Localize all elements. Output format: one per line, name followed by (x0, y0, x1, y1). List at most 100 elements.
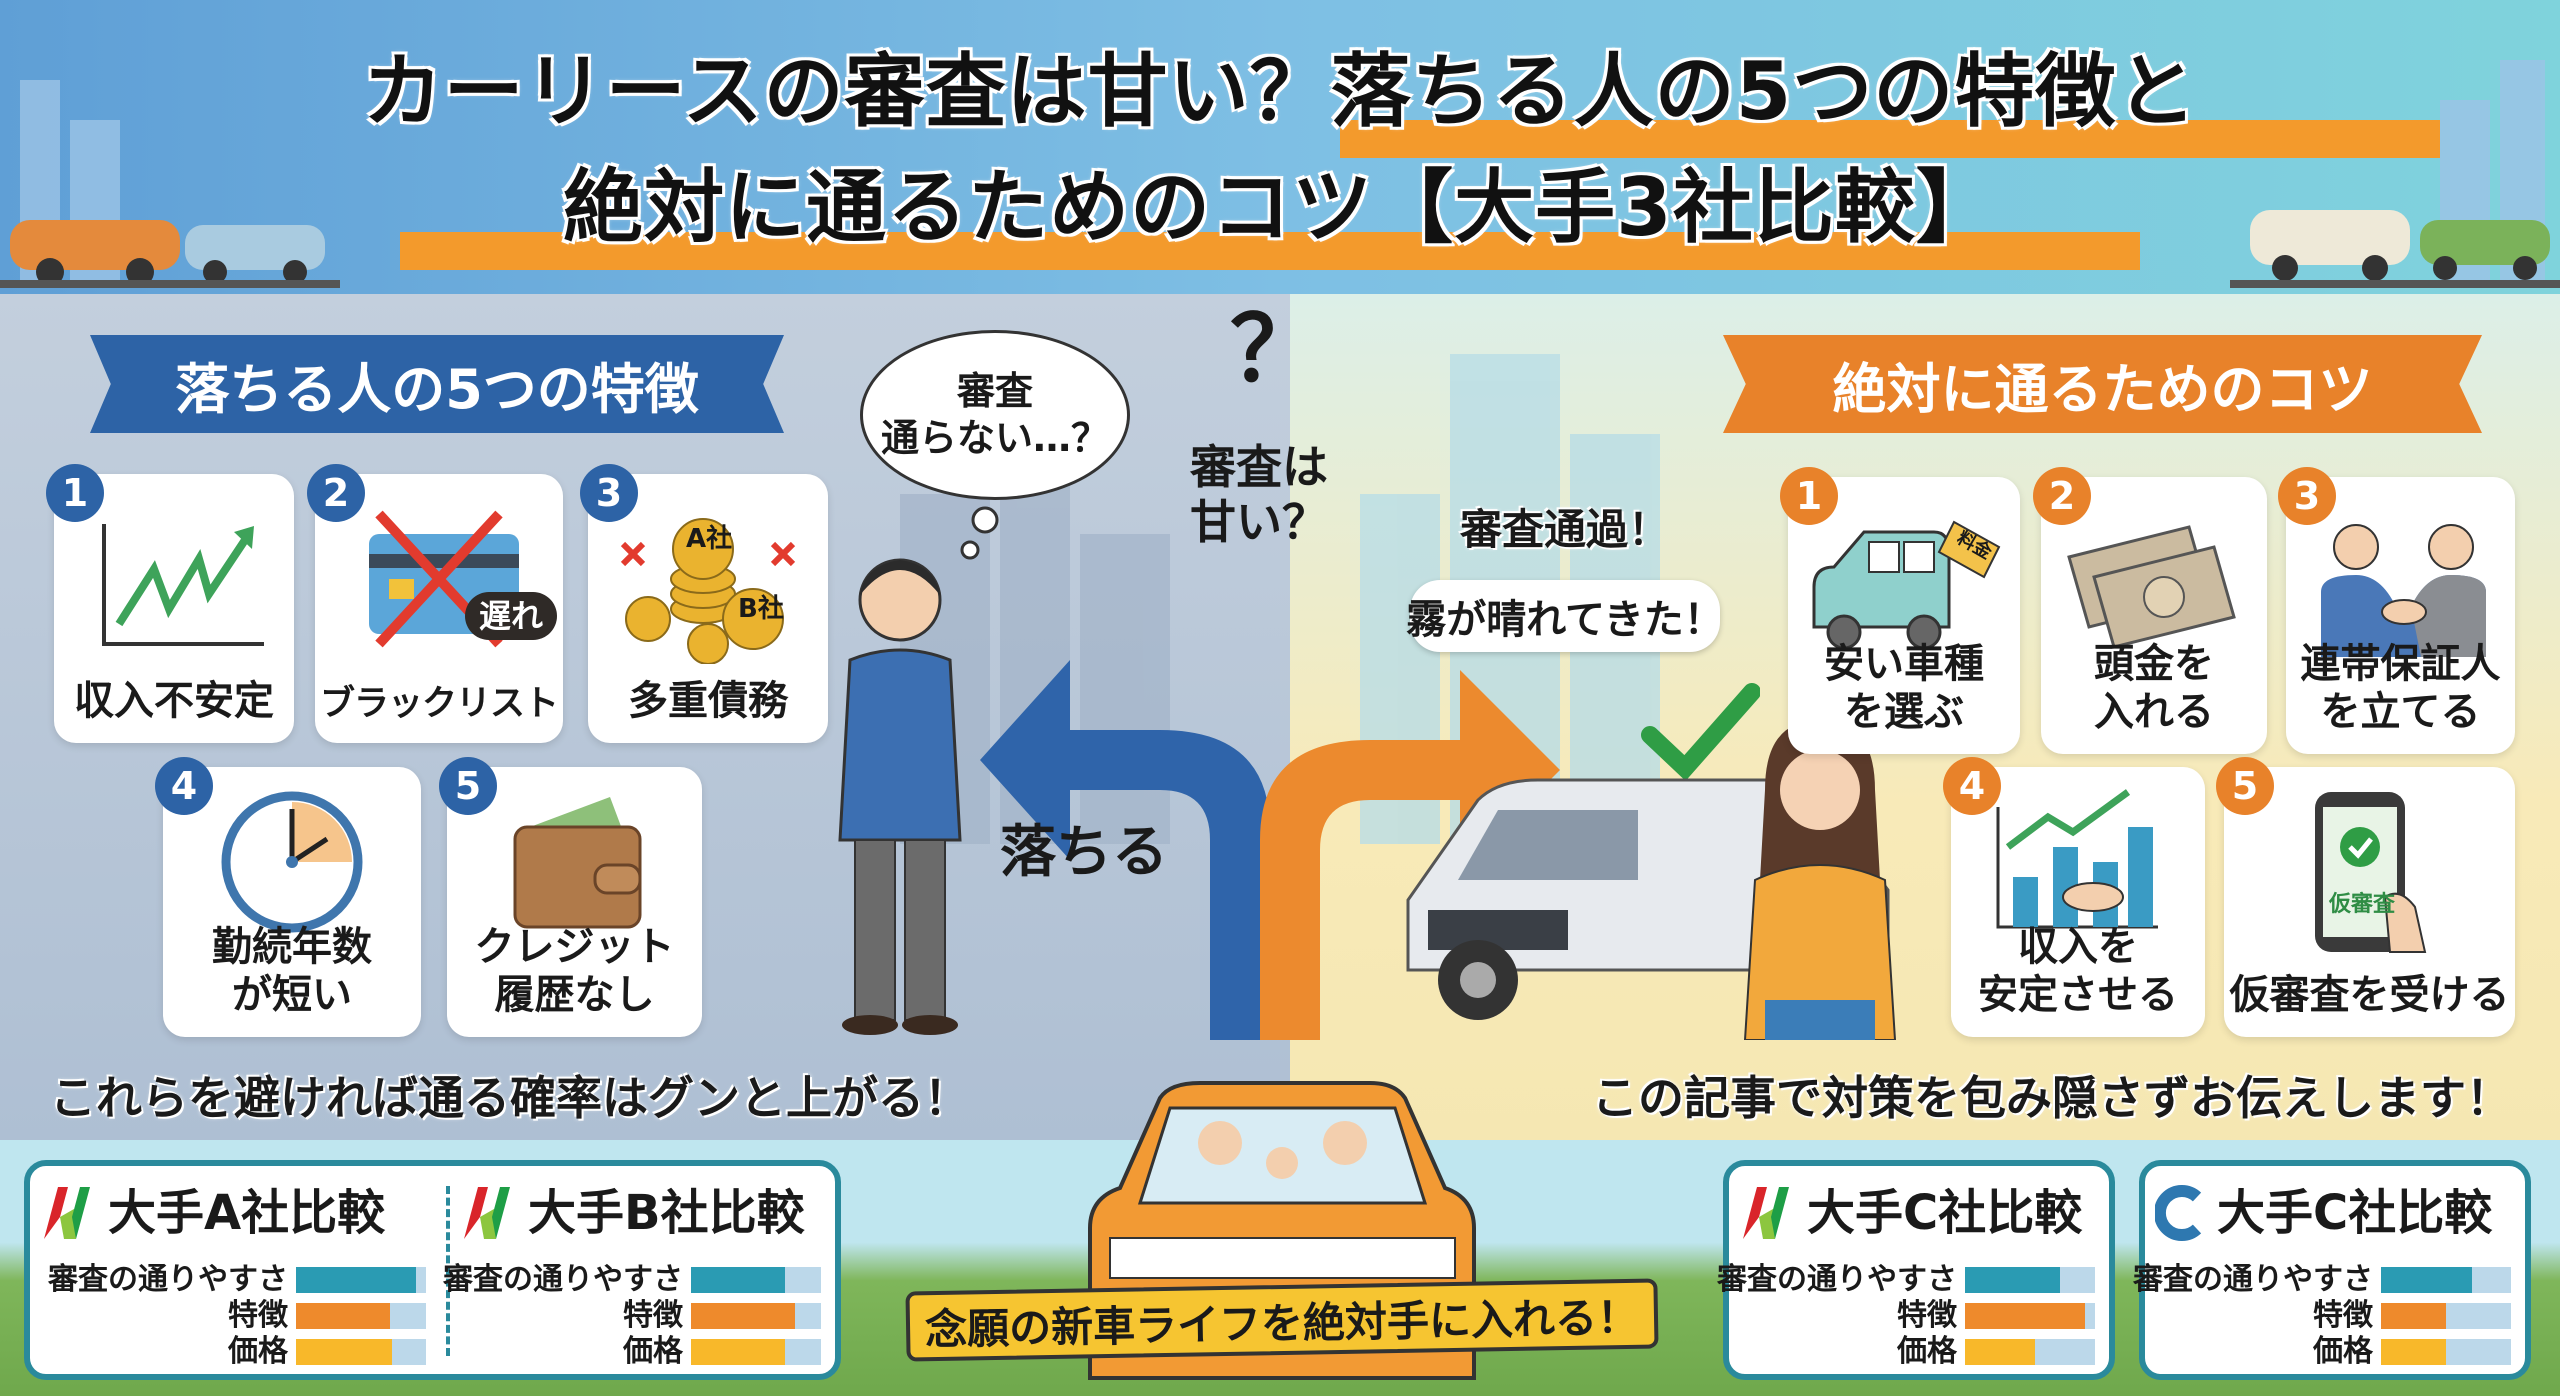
rating-bar-fill (691, 1303, 795, 1329)
row-label: 特徴 (228, 1298, 288, 1333)
c-logo-icon (2155, 1185, 2202, 1241)
row-label: 特徴 (2313, 1298, 2373, 1333)
comparison-row: 価格 (228, 1336, 426, 1368)
tip-card-4: 4 収入を 安定させる (1943, 757, 2205, 1037)
rising-chart-icon (102, 524, 264, 646)
row-label: 価格 (1897, 1334, 1957, 1369)
comparison-row: 審査の通りやすさ (443, 1264, 821, 1296)
left-heading-text: 落ちる人の5つの特徴 (175, 357, 699, 421)
comparison-title-text: 大手A社比較 (108, 1185, 386, 1241)
card-label: 収入を 安定させる (1978, 924, 2178, 1018)
green-car-icon (2420, 220, 2550, 280)
phone-check-icon (2314, 792, 2426, 953)
fail-label: 落ちる (1000, 820, 1168, 885)
title-highlight (400, 232, 2140, 270)
number-badge: 5 (2216, 757, 2274, 815)
fail-reason-card-2: 2 遅れ ブラックリスト (307, 464, 563, 743)
card-label: 多重債務 (628, 678, 788, 724)
fail-reason-card-3: 3 A社 B社 多重債務 (580, 464, 828, 743)
number-badge: 1 (46, 464, 104, 522)
page-title-line2: 絶対に通るためのコツ【大手3社比較】 (563, 161, 1997, 254)
card-label: ブラックリスト (319, 684, 559, 724)
comparison-row: 特徴 (1897, 1300, 2095, 1332)
comparison-row: 特徴 (2313, 1300, 2511, 1332)
comparison-title-text: 大手C社比較 (2217, 1185, 2493, 1241)
card-label: 収入不安定 (74, 678, 274, 724)
question-mark-icon: ？ (1230, 297, 1320, 402)
rating-bar-fill (1965, 1303, 2085, 1329)
divider (446, 1186, 450, 1356)
comparison-company-b: 大手B社比較審査の通りやすさ特徴価格 (443, 1166, 835, 1374)
rating-bar-fill (691, 1267, 785, 1293)
number-badge: 1 (1780, 467, 1838, 525)
fail-reason-card-5: 5 クレジット 履歴なし (439, 757, 702, 1037)
comparison-box-c2: 大手C社比較審査の通りやすさ特徴価格 (2133, 1160, 2531, 1380)
comparison-title: 大手C社比較 (2155, 1184, 2492, 1242)
bottom-banner: 念願の新車ライフを絶対手に入れる！ (905, 1278, 1659, 1362)
row-label: 価格 (623, 1334, 683, 1369)
comparison-title-text: 大手C社比較 (1807, 1185, 2083, 1241)
rating-bar (691, 1303, 821, 1329)
rating-bar (691, 1339, 821, 1365)
page-title-line1: カーリースの審査は甘い？落ちる人の5つの特徴と (362, 45, 2198, 138)
pass-label: 審査通過！ (1460, 505, 1671, 554)
coin-label-b: B社 (738, 594, 784, 624)
n-logo-icon (1743, 1187, 1789, 1239)
late-payment-badge: 遅れ (465, 592, 558, 640)
n-logo-icon (464, 1187, 510, 1239)
rating-bar (2381, 1267, 2511, 1293)
white-car-icon (2250, 210, 2410, 281)
title-city-decoration (0, 60, 2560, 288)
comparison-row: 価格 (1897, 1336, 2095, 1368)
banknotes-icon (2067, 525, 2236, 649)
number-badge: 3 (2278, 467, 2336, 525)
wallet-icon (513, 797, 641, 929)
number-badge: 4 (155, 757, 213, 815)
title-banner: カーリースの審査は甘い？落ちる人の5つの特徴と 絶対に通るためのコツ【大手3社比… (0, 0, 2560, 294)
tip-card-1: 1 料金 安い車種 を選ぶ (1780, 467, 2020, 754)
speech-bubble: 霧が晴れてきた！ (1406, 580, 1724, 652)
rating-bar (1965, 1267, 2095, 1293)
comparison-row: 特徴 (228, 1300, 426, 1332)
card-label: 頭金を 入れる (2094, 641, 2214, 735)
comparison-title: 大手A社比較 (40, 1184, 385, 1242)
row-label: 価格 (228, 1334, 288, 1369)
card-label: 仮審査を受ける (2229, 972, 2510, 1018)
orange-car-icon (10, 220, 180, 286)
rating-bar (1965, 1339, 2095, 1365)
right-section-heading: 絶対に通るためのコツ (1723, 335, 2482, 433)
rating-bar-fill (296, 1267, 416, 1293)
row-label: 特徴 (1897, 1298, 1957, 1333)
number-badge: 4 (1943, 757, 2001, 815)
right-footer-text: この記事で対策を包み隠さずお伝えします！ (1592, 1071, 2512, 1125)
comparison-title: 大手B社比較 (460, 1184, 805, 1242)
car-price-tag-icon (1812, 520, 2001, 650)
row-label: 審査の通りやすさ (1717, 1262, 1957, 1297)
growth-handshake-icon (1996, 789, 2158, 929)
number-badge: 3 (580, 464, 638, 522)
tip-card-5: 5 仮審査 仮審査を受ける (2216, 757, 2515, 1037)
fail-arrow (980, 660, 1270, 1040)
rating-bar-fill (1965, 1339, 2036, 1365)
comparison-company-c-alt: 大手C社比較審査の通りやすさ特徴価格 (2133, 1166, 2525, 1374)
left-section-heading: 落ちる人の5つの特徴 (90, 335, 784, 433)
right-heading-text: 絶対に通るためのコツ (1832, 357, 2373, 421)
comparison-title: 大手C社比較 (1739, 1184, 2082, 1242)
left-footer-text: これらを避ければ通る確率はグンと上がる！ (50, 1071, 970, 1125)
comparison-row: 審査の通りやすさ (2133, 1264, 2511, 1296)
card-label: 連帯保証人 を立てる (2300, 641, 2501, 735)
tip-card-2: 2 頭金を 入れる (2033, 467, 2267, 754)
rating-bar-fill (2381, 1303, 2446, 1329)
comparison-company-c: 大手C社比較審査の通りやすさ特徴価格 (1717, 1166, 2109, 1374)
coin-stacks-icon (620, 518, 796, 664)
comparison-row: 特徴 (623, 1300, 821, 1332)
thought-dots (960, 506, 999, 560)
rating-bar (2381, 1303, 2511, 1329)
coin-label-a: A社 (686, 524, 733, 554)
checkmark-icon (1641, 683, 1760, 780)
row-label: 価格 (2313, 1334, 2373, 1369)
tip-card-3: 3 連帯保証人 を立てる (2278, 467, 2515, 754)
question-text: 審査は 甘い？ (1190, 440, 1328, 550)
row-label: 審査の通りやすさ (2133, 1262, 2373, 1297)
fail-reason-card-1: 1 収入不安定 (46, 464, 294, 743)
